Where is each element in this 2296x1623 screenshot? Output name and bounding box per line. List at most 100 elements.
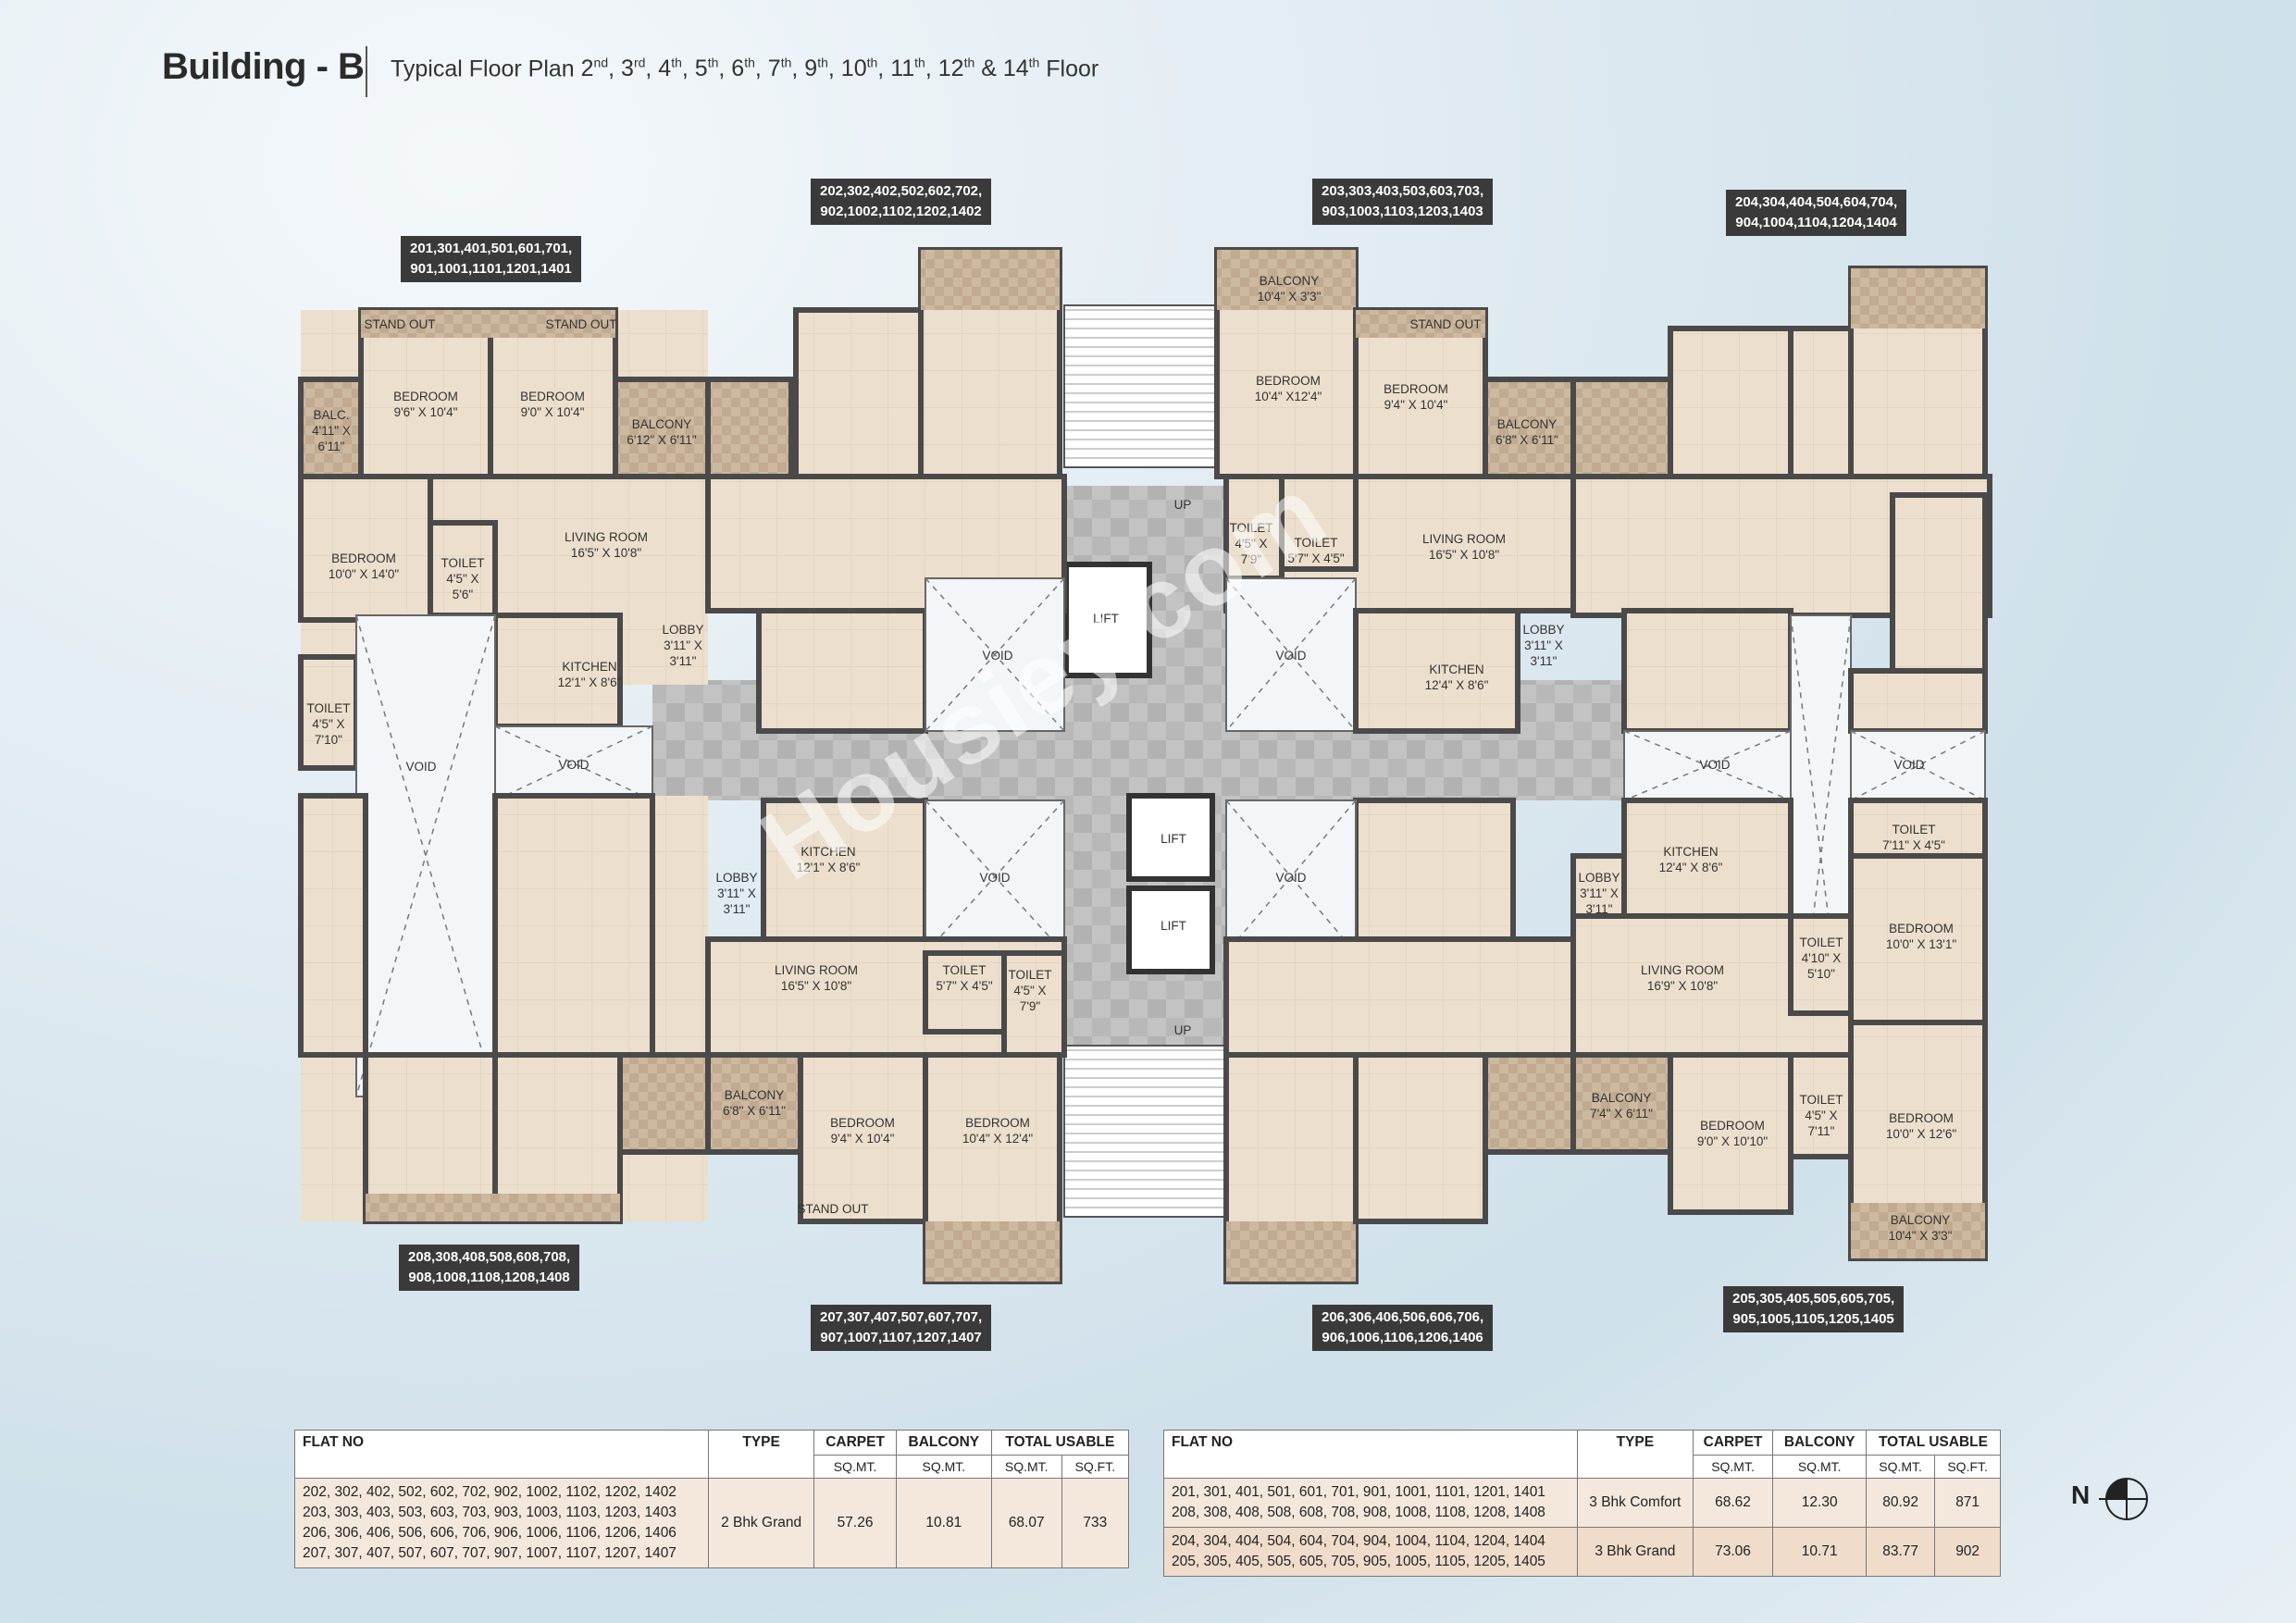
flat-group-line: 906,1006,1106,1206,1406	[1322, 1330, 1483, 1345]
room-name: LIFT	[1093, 612, 1119, 626]
room-label: VOID	[1275, 648, 1306, 663]
floor-ordinal: nd	[593, 56, 609, 70]
room-label: STAND OUT	[798, 1201, 869, 1217]
flat-list-line: 202, 302, 402, 502, 602, 702, 902, 1002,…	[303, 1484, 676, 1500]
room-dimension: 10'4" X 3'3"	[1257, 290, 1322, 304]
floor-ordinal: th	[963, 56, 975, 70]
flat-group-205-label: 205,305,405,505,605,705, 905,1005,1105,1…	[1723, 1286, 1905, 1332]
flat-group-line: 905,1005,1105,1205,1405	[1732, 1311, 1894, 1327]
subtitle-suffix: Floor	[1039, 56, 1099, 82]
room-name: BALCONY	[1259, 274, 1320, 288]
room-dimension: 3'11"	[669, 654, 697, 668]
room-dimension: 10'4" X12'4"	[1254, 390, 1322, 403]
room-label: LIFT	[1160, 918, 1186, 934]
room-label: UP	[1174, 497, 1192, 513]
room-name: TOILET	[1799, 1093, 1843, 1107]
room-dimension: 9'0" X 10'10"	[1696, 1134, 1769, 1148]
room-label: BALCONY 6'8" X 6'11"	[1496, 416, 1558, 448]
area-table-right: FLAT NO TYPE CARPET BALCONY TOTAL USABLE…	[1163, 1430, 2002, 1577]
room-dimension: 7'10"	[315, 733, 342, 747]
col-type: TYPE	[707, 1430, 815, 1479]
room-dimension: 7'9"	[1240, 552, 1262, 566]
flat-group-line: 208,308,408,508,608,708,	[408, 1249, 571, 1265]
room-name: STAND OUT	[797, 1202, 869, 1216]
flat-list-line: 207, 307, 407, 507, 607, 707, 907, 1007,…	[303, 1545, 676, 1561]
carpet-value: 57.26	[813, 1478, 897, 1568]
flat-list-line: 208, 308, 408, 508, 608, 708, 908, 1008,…	[1172, 1505, 1545, 1520]
floor-number: 10	[840, 56, 867, 82]
flat-group-line: 904,1004,1104,1204,1404	[1735, 215, 1897, 230]
flat-list: 201, 301, 401, 501, 601, 701, 901, 1001,…	[1163, 1478, 1578, 1528]
room-dimension: 4'5" X	[1013, 984, 1047, 997]
room-dimension: 7'11"	[1807, 1124, 1835, 1138]
room-dimension: 3'11" X	[1524, 638, 1563, 652]
room-name: BALCONY	[1591, 1091, 1652, 1105]
floor-number: 9	[804, 56, 818, 82]
room-name: LOBBY	[1522, 623, 1565, 637]
stair-bottom	[1063, 1045, 1232, 1218]
room-label: STAND OUT	[365, 316, 436, 332]
room-name: KITCHEN	[800, 845, 856, 859]
room-name: TOILET	[1008, 968, 1052, 982]
room-dimension: 6'11"	[317, 440, 345, 453]
flat-group-line: 206,306,406,506,606,706,	[1322, 1309, 1484, 1325]
subtitle-prefix: Typical Floor Plan	[391, 56, 581, 82]
flat-list: 202, 302, 402, 502, 602, 702, 902, 1002,…	[294, 1478, 709, 1568]
room-name: BALCONY	[1496, 417, 1558, 431]
room-dimension: 5'7" X 4'5"	[936, 979, 993, 993]
room-label: VOID	[982, 648, 1012, 663]
flat-group-line: 204,304,404,504,604,704,	[1735, 194, 1898, 210]
room-name: TOILET	[1799, 935, 1843, 949]
table-row: 202, 302, 402, 502, 602, 702, 902, 1002,…	[294, 1478, 1130, 1568]
flat-group-202-label: 202,302,402,502,602,702, 902,1002,1102,1…	[811, 179, 992, 225]
unit-total-sqft: SQ.FT.	[1061, 1455, 1130, 1479]
floor-number: 4	[658, 56, 672, 82]
balcony-value: 10.71	[1772, 1527, 1867, 1577]
floor-number: 14	[1002, 56, 1029, 82]
flat-group-201-label: 201,301,401,501,601,701, 901,1001,1101,1…	[401, 236, 582, 282]
unit-carpet: SQ.MT.	[1692, 1455, 1774, 1479]
flat-list-line: 203, 303, 403, 503, 603, 703, 903, 1003,…	[303, 1505, 676, 1520]
room-name: LIFT	[1160, 832, 1186, 846]
flat-group-line: 908,1008,1108,1208,1408	[408, 1270, 570, 1285]
room-name: LIFT	[1160, 919, 1186, 933]
room-name: VOID	[405, 760, 437, 774]
room-dimension: 4'11" X	[312, 424, 351, 438]
flat-group-line: 907,1007,1107,1207,1407	[820, 1330, 982, 1345]
room-dimension: 12'1" X 8'6"	[557, 675, 622, 689]
lift-top	[1063, 562, 1152, 678]
room-dimension: 16'5" X 10'8"	[1428, 548, 1500, 562]
room-label: STAND OUT	[1410, 316, 1482, 332]
floor-ordinal: th	[671, 56, 682, 70]
flat-list-line: 201, 301, 401, 501, 601, 701, 901, 1001,…	[1172, 1484, 1545, 1500]
lift-bottom-1	[1126, 793, 1215, 882]
room-label: VOID	[1893, 757, 1924, 773]
north-label: N	[2071, 1481, 2091, 1509]
room-label: VOID	[405, 759, 436, 774]
room-dimension: 9'4" X 10'4"	[1384, 398, 1448, 412]
flat-type: 2 Bhk Grand	[707, 1478, 815, 1568]
flat-group-206-label: 206,306,406,506,606,706, 906,1006,1106,1…	[1312, 1305, 1494, 1351]
room-dimension: 6'8" X 6'11"	[1496, 433, 1558, 447]
table-row: 201, 301, 401, 501, 601, 701, 901, 1001,…	[1163, 1478, 2001, 1528]
room-name: LIVING ROOM	[1640, 963, 1725, 977]
room-name: TOILET	[942, 963, 987, 977]
floor-ordinal: th	[707, 56, 719, 70]
room-label: KITCHEN 12'1" X 8'6"	[797, 844, 861, 875]
room-dimension: 12'1" X 8'6"	[796, 861, 861, 874]
